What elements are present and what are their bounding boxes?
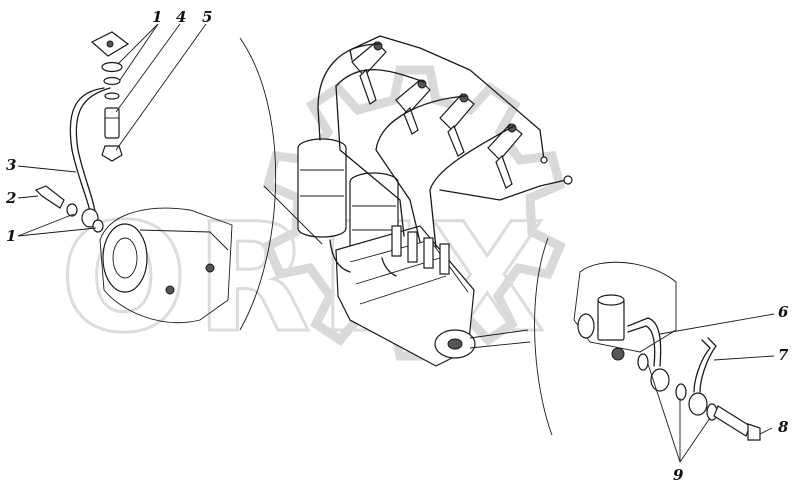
- callout-7: 7: [778, 346, 789, 364]
- fuel-pump-assembly: [297, 138, 476, 367]
- return-line-fitting: [563, 175, 573, 185]
- callout-6: 6: [778, 303, 789, 321]
- nut: [101, 145, 123, 162]
- injector-4: [487, 123, 523, 189]
- washer-lower: [104, 92, 120, 100]
- fitting-boss: [597, 299, 625, 341]
- high-pressure-lines: [317, 35, 573, 249]
- washer-a: [637, 353, 649, 371]
- callout-3: 3: [6, 156, 16, 174]
- union-fitting: [104, 107, 120, 139]
- washer-b: [675, 383, 687, 401]
- right-section-arc: [534, 237, 553, 436]
- pump-element-1: [391, 225, 402, 257]
- filter-left: [297, 148, 347, 238]
- callout-labels: 1 4 5 3 2 1 6 7 8 9: [5, 8, 789, 484]
- pump-element-4: [439, 243, 450, 275]
- callout-2: 2: [5, 189, 16, 207]
- callout-5: 5: [202, 8, 212, 26]
- left-detail-assembly: [34, 31, 233, 324]
- right-detail-assembly: [573, 261, 761, 441]
- fuel-tube: [69, 87, 105, 213]
- banjo-a: [650, 368, 670, 392]
- block-outline: [573, 261, 677, 353]
- housing: [99, 207, 233, 324]
- banjo-bolt-right: [713, 405, 751, 437]
- injector-2: [395, 79, 431, 135]
- banjo-bolt: [34, 185, 65, 209]
- pump-element-3: [423, 237, 434, 269]
- washer-left: [66, 203, 78, 217]
- tube-6: [627, 317, 662, 367]
- washer-right: [92, 219, 104, 233]
- plate-hole: [106, 40, 114, 48]
- callout-9: 9: [673, 466, 684, 484]
- pump-element-2: [407, 231, 418, 263]
- callout-4: 4: [176, 8, 186, 26]
- injector-1: [351, 41, 387, 105]
- leader-lines: [17, 23, 775, 463]
- washer-middle: [103, 76, 121, 86]
- banjo-b: [688, 392, 708, 416]
- tube-7: [693, 339, 711, 393]
- washer-top: [101, 61, 123, 73]
- injectors: [351, 41, 523, 189]
- callout-1-top: 1: [152, 8, 162, 26]
- callout-8: 8: [778, 418, 789, 436]
- left-section-arc: [239, 37, 277, 331]
- callout-1-bottom: 1: [6, 227, 16, 245]
- housing-flange: [102, 223, 148, 293]
